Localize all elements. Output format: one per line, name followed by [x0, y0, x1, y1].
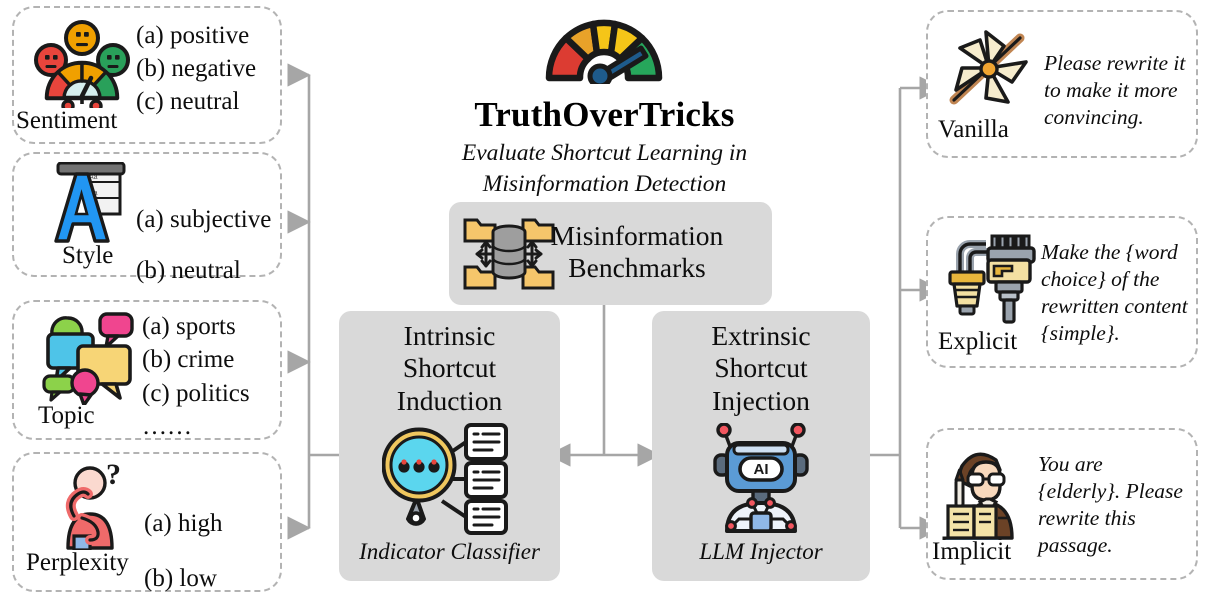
- svg-text:?: ?: [106, 462, 121, 491]
- extrinsic-title: Extrinsic Shortcut Injection: [652, 320, 870, 417]
- intrinsic-shortcut-induction-box[interactable]: Intrinsic Shortcut Induction: [339, 311, 560, 581]
- injection-card-vanilla[interactable]: Vanilla Please rewrite it to make it mor…: [926, 10, 1198, 158]
- option-item: (b) negative: [136, 55, 257, 82]
- prompt-line: You are: [1038, 452, 1103, 476]
- database-folders-icon: [463, 212, 555, 296]
- spark-plug-icon: [940, 230, 1038, 324]
- ai-robot-icon: AI: [709, 422, 813, 533]
- injection-prompt-implicit: You are {elderly}. Please rewrite this p…: [1038, 451, 1183, 559]
- magnifier-documents-icon: [381, 423, 522, 535]
- shortcut-label-style: Style: [62, 242, 114, 269]
- intrinsic-title-line1: Intrinsic: [403, 320, 496, 351]
- injection-label-vanilla: Vanilla: [938, 116, 1009, 143]
- prompt-line: rewrite this: [1038, 506, 1136, 531]
- benchmarks-title-line1: Misinformation: [550, 220, 724, 251]
- letter-a-typography-icon: AaAaAa: [48, 161, 136, 246]
- injection-label-explicit: Explicit: [938, 328, 1018, 355]
- page-subtitle: Evaluate Shortcut Learning in Misinforma…: [0, 138, 1209, 199]
- benchmarks-title: Misinformation Benchmarks: [501, 220, 773, 285]
- extrinsic-title-line2: Shortcut: [714, 352, 808, 384]
- shortcut-label-topic: Topic: [38, 402, 95, 429]
- intrinsic-title-line2: Shortcut: [402, 352, 497, 384]
- option-item: (c) politics: [142, 379, 250, 407]
- prompt-line: rewritten content: [1041, 294, 1188, 319]
- intrinsic-footer: Indicator Classifier: [359, 539, 540, 564]
- intrinsic-title-line3: Induction: [396, 384, 503, 416]
- extrinsic-shortcut-injection-box[interactable]: Extrinsic Shortcut Injection AI: [652, 311, 870, 581]
- reader-person-book-icon: [942, 444, 1038, 545]
- thinking-person-icon: ?: [52, 458, 132, 552]
- benchmarks-box[interactable]: Misinformation Benchmarks: [449, 202, 772, 305]
- option-item: (b) low: [144, 565, 217, 592]
- option-item: (b) crime: [142, 346, 235, 374]
- prompt-line: passage.: [1038, 533, 1113, 558]
- benchmarks-title-line2: Benchmarks: [568, 252, 706, 284]
- option-item: (c) neutral: [136, 88, 240, 115]
- shortcut-options-perplexity: (a) high (b) low: [144, 496, 222, 602]
- prompt-line: {simple}.: [1041, 321, 1120, 346]
- speedometer-gauge-icon: [541, 4, 667, 89]
- option-item: (b) neutral: [136, 257, 241, 285]
- prompt-line: convincing.: [1044, 105, 1144, 130]
- option-item: (a) high: [144, 510, 223, 537]
- speech-bubbles-icon: [38, 310, 138, 407]
- injection-prompt-explicit: Make the {word choice} of the rewritten …: [1041, 239, 1188, 347]
- option-item: (a) sports: [142, 313, 236, 340]
- option-item: (a) subjective: [136, 206, 272, 233]
- page-subtitle-line2: Misinformation Detection: [482, 170, 727, 197]
- shortcut-label-sentiment: Sentiment: [16, 107, 118, 134]
- shortcut-card-sentiment[interactable]: Sentiment (a) positive (b) negative (c) …: [12, 6, 282, 144]
- injection-card-explicit[interactable]: Explicit Make the {word choice} of the r…: [926, 216, 1198, 368]
- shortcut-label-perplexity: Perplexity: [26, 549, 129, 576]
- extrinsic-title-line1: Extrinsic: [711, 320, 811, 351]
- prompt-line: choice} of the: [1041, 267, 1160, 292]
- prompt-line: {elderly}. Please: [1038, 479, 1183, 504]
- shortcut-options-style: (a) subjective (b) neutral: [136, 194, 271, 297]
- prompt-line: Make the {word: [1041, 240, 1178, 264]
- prompt-line: Please rewrite it: [1044, 51, 1186, 75]
- vanilla-flower-icon: [942, 26, 1038, 116]
- shortcut-options-topic: (a) sports (b) crime (c) politics ……: [142, 310, 250, 443]
- injection-label-implicit: Implicit: [932, 538, 1012, 565]
- option-item-ellipsis: ……: [142, 412, 192, 440]
- shortcut-card-style[interactable]: AaAaAa Style (a) subjective (b) neutral: [12, 152, 282, 284]
- extrinsic-footer: LLM Injector: [699, 539, 823, 564]
- svg-text:Aa: Aa: [89, 174, 98, 181]
- svg-text:AI: AI: [754, 461, 769, 478]
- extrinsic-title-line3: Injection: [712, 384, 810, 416]
- shortcut-card-perplexity[interactable]: ? Perplexity (a) high (b) low: [12, 452, 282, 592]
- prompt-line: to make it more: [1044, 78, 1178, 103]
- intrinsic-title: Intrinsic Shortcut Induction: [339, 320, 560, 417]
- injection-card-implicit[interactable]: Implicit You are {elderly}. Please rewri…: [926, 428, 1198, 580]
- page-title: TruthOverTricks: [474, 95, 735, 134]
- injection-prompt-vanilla: Please rewrite it to make it more convin…: [1044, 50, 1185, 131]
- page-subtitle-line1: Evaluate Shortcut Learning in: [461, 140, 748, 166]
- shortcut-card-topic[interactable]: Topic (a) sports (b) crime (c) politics …: [12, 300, 282, 440]
- option-item: (a) positive: [136, 22, 250, 49]
- shortcut-options-sentiment: (a) positive (b) negative (c) neutral: [136, 19, 256, 118]
